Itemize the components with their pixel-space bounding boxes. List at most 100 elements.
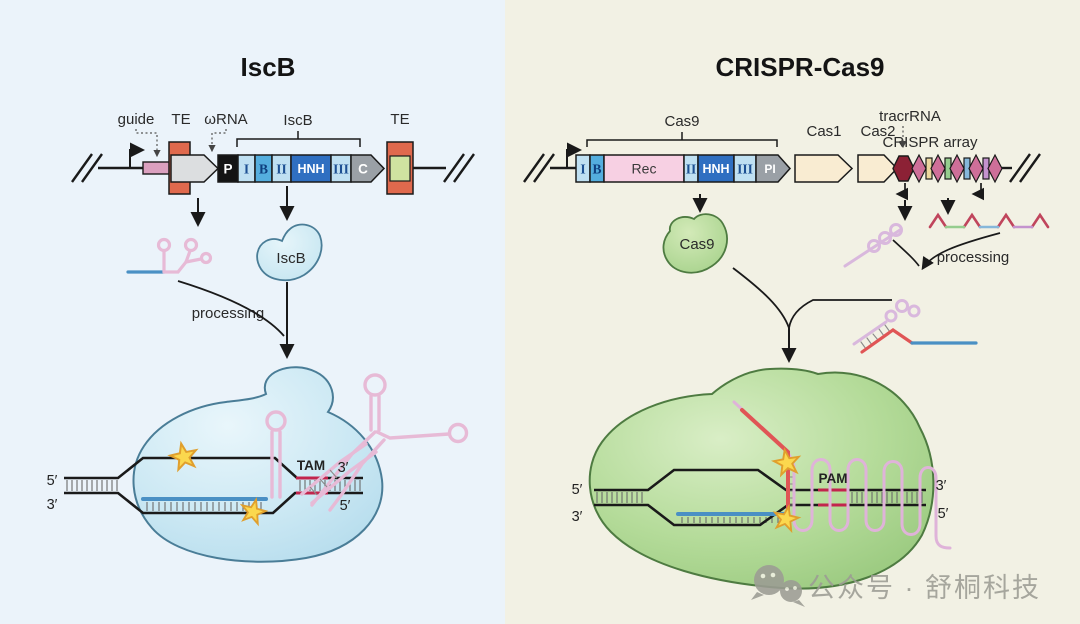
dna-3prime-right: 3′ — [936, 478, 947, 494]
segment-II-label: II — [276, 162, 287, 177]
te-left-label: TE — [171, 111, 190, 128]
segment-HNH — [697, 154, 735, 183]
segment-II-label: II — [686, 162, 697, 177]
merge-curve-grna — [788, 299, 892, 329]
repeat-diamond — [987, 153, 1003, 184]
dna-5prime-left: 5′ — [572, 482, 583, 498]
dna-5prime-right: 5′ — [938, 506, 949, 522]
segment-P-label: P — [223, 162, 232, 177]
crrna-red — [860, 328, 914, 354]
guide-leader-line — [135, 129, 161, 158]
cas9-bracket — [586, 132, 778, 147]
tracrrna-transcript — [843, 223, 903, 268]
pre-crrna-transcript — [928, 212, 1050, 229]
iscb-panel: IscB P I B II HNH III C — [47, 52, 475, 563]
segment-C — [350, 154, 386, 183]
segment-Rec-label: Rec — [632, 161, 657, 177]
tam-label: TAM — [297, 458, 325, 473]
omega-rna-leader-line — [208, 129, 227, 153]
dna-break-icon — [443, 153, 475, 183]
iscb-gene-cassette — [217, 154, 386, 183]
pam-label: PAM — [819, 471, 848, 486]
iscb-protein-blob — [256, 223, 323, 282]
dna-5prime-left: 5′ — [47, 473, 58, 489]
crrna-rloop-red — [740, 408, 790, 519]
cas2-gene-arrow — [857, 154, 899, 183]
wechat-icon — [751, 565, 805, 607]
cas9-processing-label: processing — [937, 249, 1010, 266]
tracrrna-label: tracrRNA — [879, 108, 941, 125]
scaffold-pairing-ticks — [309, 469, 338, 496]
guide-label: guide — [118, 111, 155, 128]
dna-basepair-ticks — [596, 492, 643, 503]
tracrrna-loops — [778, 442, 952, 550]
iscb-title: IscB — [241, 52, 296, 82]
segment-C-label: C — [358, 162, 368, 177]
merge-curve-protein — [732, 267, 790, 329]
cas9-title: CRISPR-Cas9 — [715, 52, 884, 82]
segment-HNH-label: HNH — [297, 162, 324, 176]
processing-curve-arrow — [921, 232, 1001, 271]
cas9-bracket-label: Cas9 — [664, 113, 699, 130]
iscb-processing-label: processing — [192, 305, 265, 322]
segment-HNH — [290, 154, 332, 183]
segment-Rec — [603, 154, 685, 183]
te-orf-arrow — [170, 154, 220, 183]
segment-B-label: B — [259, 162, 268, 177]
segment-B-label: B — [592, 162, 601, 177]
watermark-text: 公众号 · 舒桐科技 — [808, 573, 1041, 603]
dna-top-strand — [594, 468, 926, 492]
repeat-hairpins — [928, 212, 1050, 229]
dna-3prime-right: 3′ — [338, 460, 349, 476]
dna-5prime-right: 5′ — [340, 498, 351, 514]
segment-I-label: I — [244, 162, 249, 177]
mature-grna — [852, 299, 978, 354]
iscb-protein-label: IscB — [276, 250, 305, 267]
segment-HNH-label: HNH — [702, 162, 729, 176]
crispr-array — [911, 153, 1003, 184]
te-right-label: TE — [390, 111, 409, 128]
array-promoter-hook — [971, 183, 985, 201]
cas9-protein-label: Cas9 — [679, 236, 714, 253]
cas2-label: Cas2 — [860, 123, 895, 140]
dna-basepair-ticks — [851, 492, 923, 503]
segment-I-label: I — [580, 162, 585, 177]
promoter-arrow-icon — [566, 142, 582, 168]
watermark: 公众号 · 舒桐科技 — [751, 565, 1041, 607]
segment-III-label: III — [737, 162, 753, 177]
tracrrna-gene — [892, 155, 915, 182]
grna-pairing-ticks — [860, 324, 891, 350]
repeat-diamond — [968, 153, 984, 184]
processing-curve — [177, 280, 285, 337]
promoter-arrow-icon — [129, 142, 145, 168]
crispr-array-label: CRISPR array — [882, 134, 978, 151]
dna-break-icon — [1009, 153, 1041, 183]
te-right-cargo — [389, 155, 411, 182]
iscb-bracket-label: IscB — [283, 112, 312, 129]
segment-III-label: III — [333, 162, 349, 177]
processing-curve-left — [892, 239, 920, 267]
cas9-protein-blob — [662, 213, 728, 274]
guide-pairing-ticks — [681, 517, 779, 523]
iscb-bracket — [236, 131, 361, 147]
repeat-diamond — [949, 153, 965, 184]
cas9-locus-line — [523, 153, 1041, 183]
dna-basepair-ticks — [66, 480, 118, 491]
dna-3prime-left: 3′ — [572, 509, 583, 525]
omega-rna-transcript — [126, 237, 213, 274]
cas9-panel: CRISPR-Cas9 I B Rec II HNH III PI Cas9 — [523, 52, 1050, 590]
cas1-gene-arrow — [794, 154, 854, 183]
segment-PI — [755, 154, 792, 183]
segment-PI-label: PI — [764, 162, 775, 176]
tracrrna-promoter-hook — [895, 183, 909, 201]
dna-break-icon — [523, 153, 555, 183]
dna-break-icon — [71, 153, 103, 183]
cas9-gene-cassette — [575, 154, 792, 183]
omega-rna-label: ωRNA — [204, 111, 247, 128]
omega-rna-scaffold — [265, 373, 469, 512]
iscb-locus-line — [71, 153, 475, 183]
repeat-diamond — [911, 153, 927, 184]
repeat-diamond — [930, 153, 946, 184]
